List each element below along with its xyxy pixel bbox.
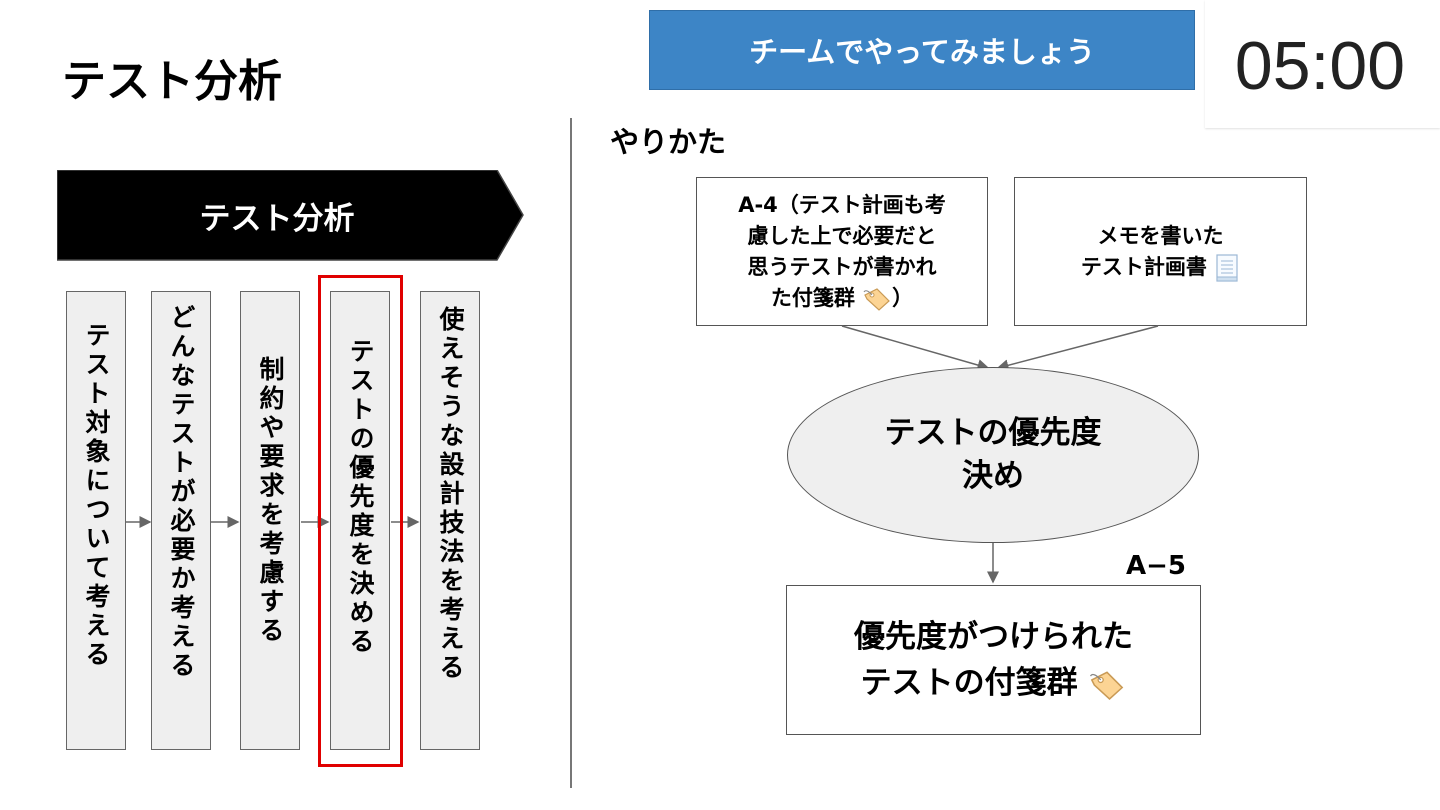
input-text-line: メモを書いた <box>1097 223 1224 248</box>
current-step-highlight <box>318 275 403 767</box>
flow-arrow <box>996 325 1159 372</box>
step-card-1: テスト対象について考える <box>66 291 126 750</box>
step-label: 使えそうな設計技法を考える <box>436 306 465 683</box>
input-text-close: ） <box>892 285 914 310</box>
process-text-line: 決め <box>962 458 1024 494</box>
step-card-2: どんなテストが必要か考える <box>151 291 211 750</box>
howto-heading: やりかた <box>610 125 727 159</box>
input-text-line: テスト計画書 <box>1080 254 1207 279</box>
flow-arrow <box>841 325 990 371</box>
phase-arrow-shape <box>57 170 524 261</box>
output-box: 優先度がつけられた テストの付箋群 <box>786 585 1201 735</box>
step-card-5: 使えそうな設計技法を考える <box>420 291 480 750</box>
step-flow-arrows <box>126 516 420 528</box>
step-label: 制約や要求を考慮する <box>256 356 285 646</box>
countdown-timer: 05:00 <box>1234 28 1406 104</box>
input-text-line: 慮した上で必要だと <box>747 223 937 248</box>
input-box-a4: A-4（テスト計画も考 慮した上で必要だと 思うテストが書かれ た付箋群 ） <box>696 177 988 326</box>
step-card-4: テストの優先度を決める <box>330 291 390 750</box>
team-exercise-banner: チームでやってみましょう <box>649 10 1195 90</box>
process-text-line: テストの優先度 <box>884 415 1102 451</box>
process-flow-arrows <box>841 325 1159 584</box>
output-text-line: 優先度がつけられた <box>854 619 1133 655</box>
step-label: テスト対象について考える <box>82 322 111 670</box>
column-divider <box>570 118 572 788</box>
step-card-3: 制約や要求を考慮する <box>240 291 300 750</box>
banner-label: チームでやってみましょう <box>749 35 1095 69</box>
input-box-test-plan: メモを書いた テスト計画書 <box>1014 177 1307 326</box>
document-icon <box>1216 253 1238 282</box>
timer-panel <box>1205 0 1440 128</box>
process-ellipse: テストの優先度 決め <box>787 367 1199 543</box>
input-text-line: 思うテストが書かれ <box>747 254 937 279</box>
phase-label: テスト分析 <box>199 200 355 237</box>
page-title: テスト分析 <box>62 56 282 107</box>
output-code-label: A−5 <box>1126 551 1186 581</box>
output-text-line: テストの付箋群 <box>860 665 1078 701</box>
input-text-line: A-4（テスト計画も考 <box>738 192 946 217</box>
label-tag-icon <box>1090 670 1124 700</box>
step-label: どんなテストが必要か考える <box>167 304 196 681</box>
step-label: テストの優先度を決める <box>346 338 375 657</box>
input-text-line: た付箋群 <box>770 285 855 310</box>
label-tag-icon <box>863 287 891 311</box>
